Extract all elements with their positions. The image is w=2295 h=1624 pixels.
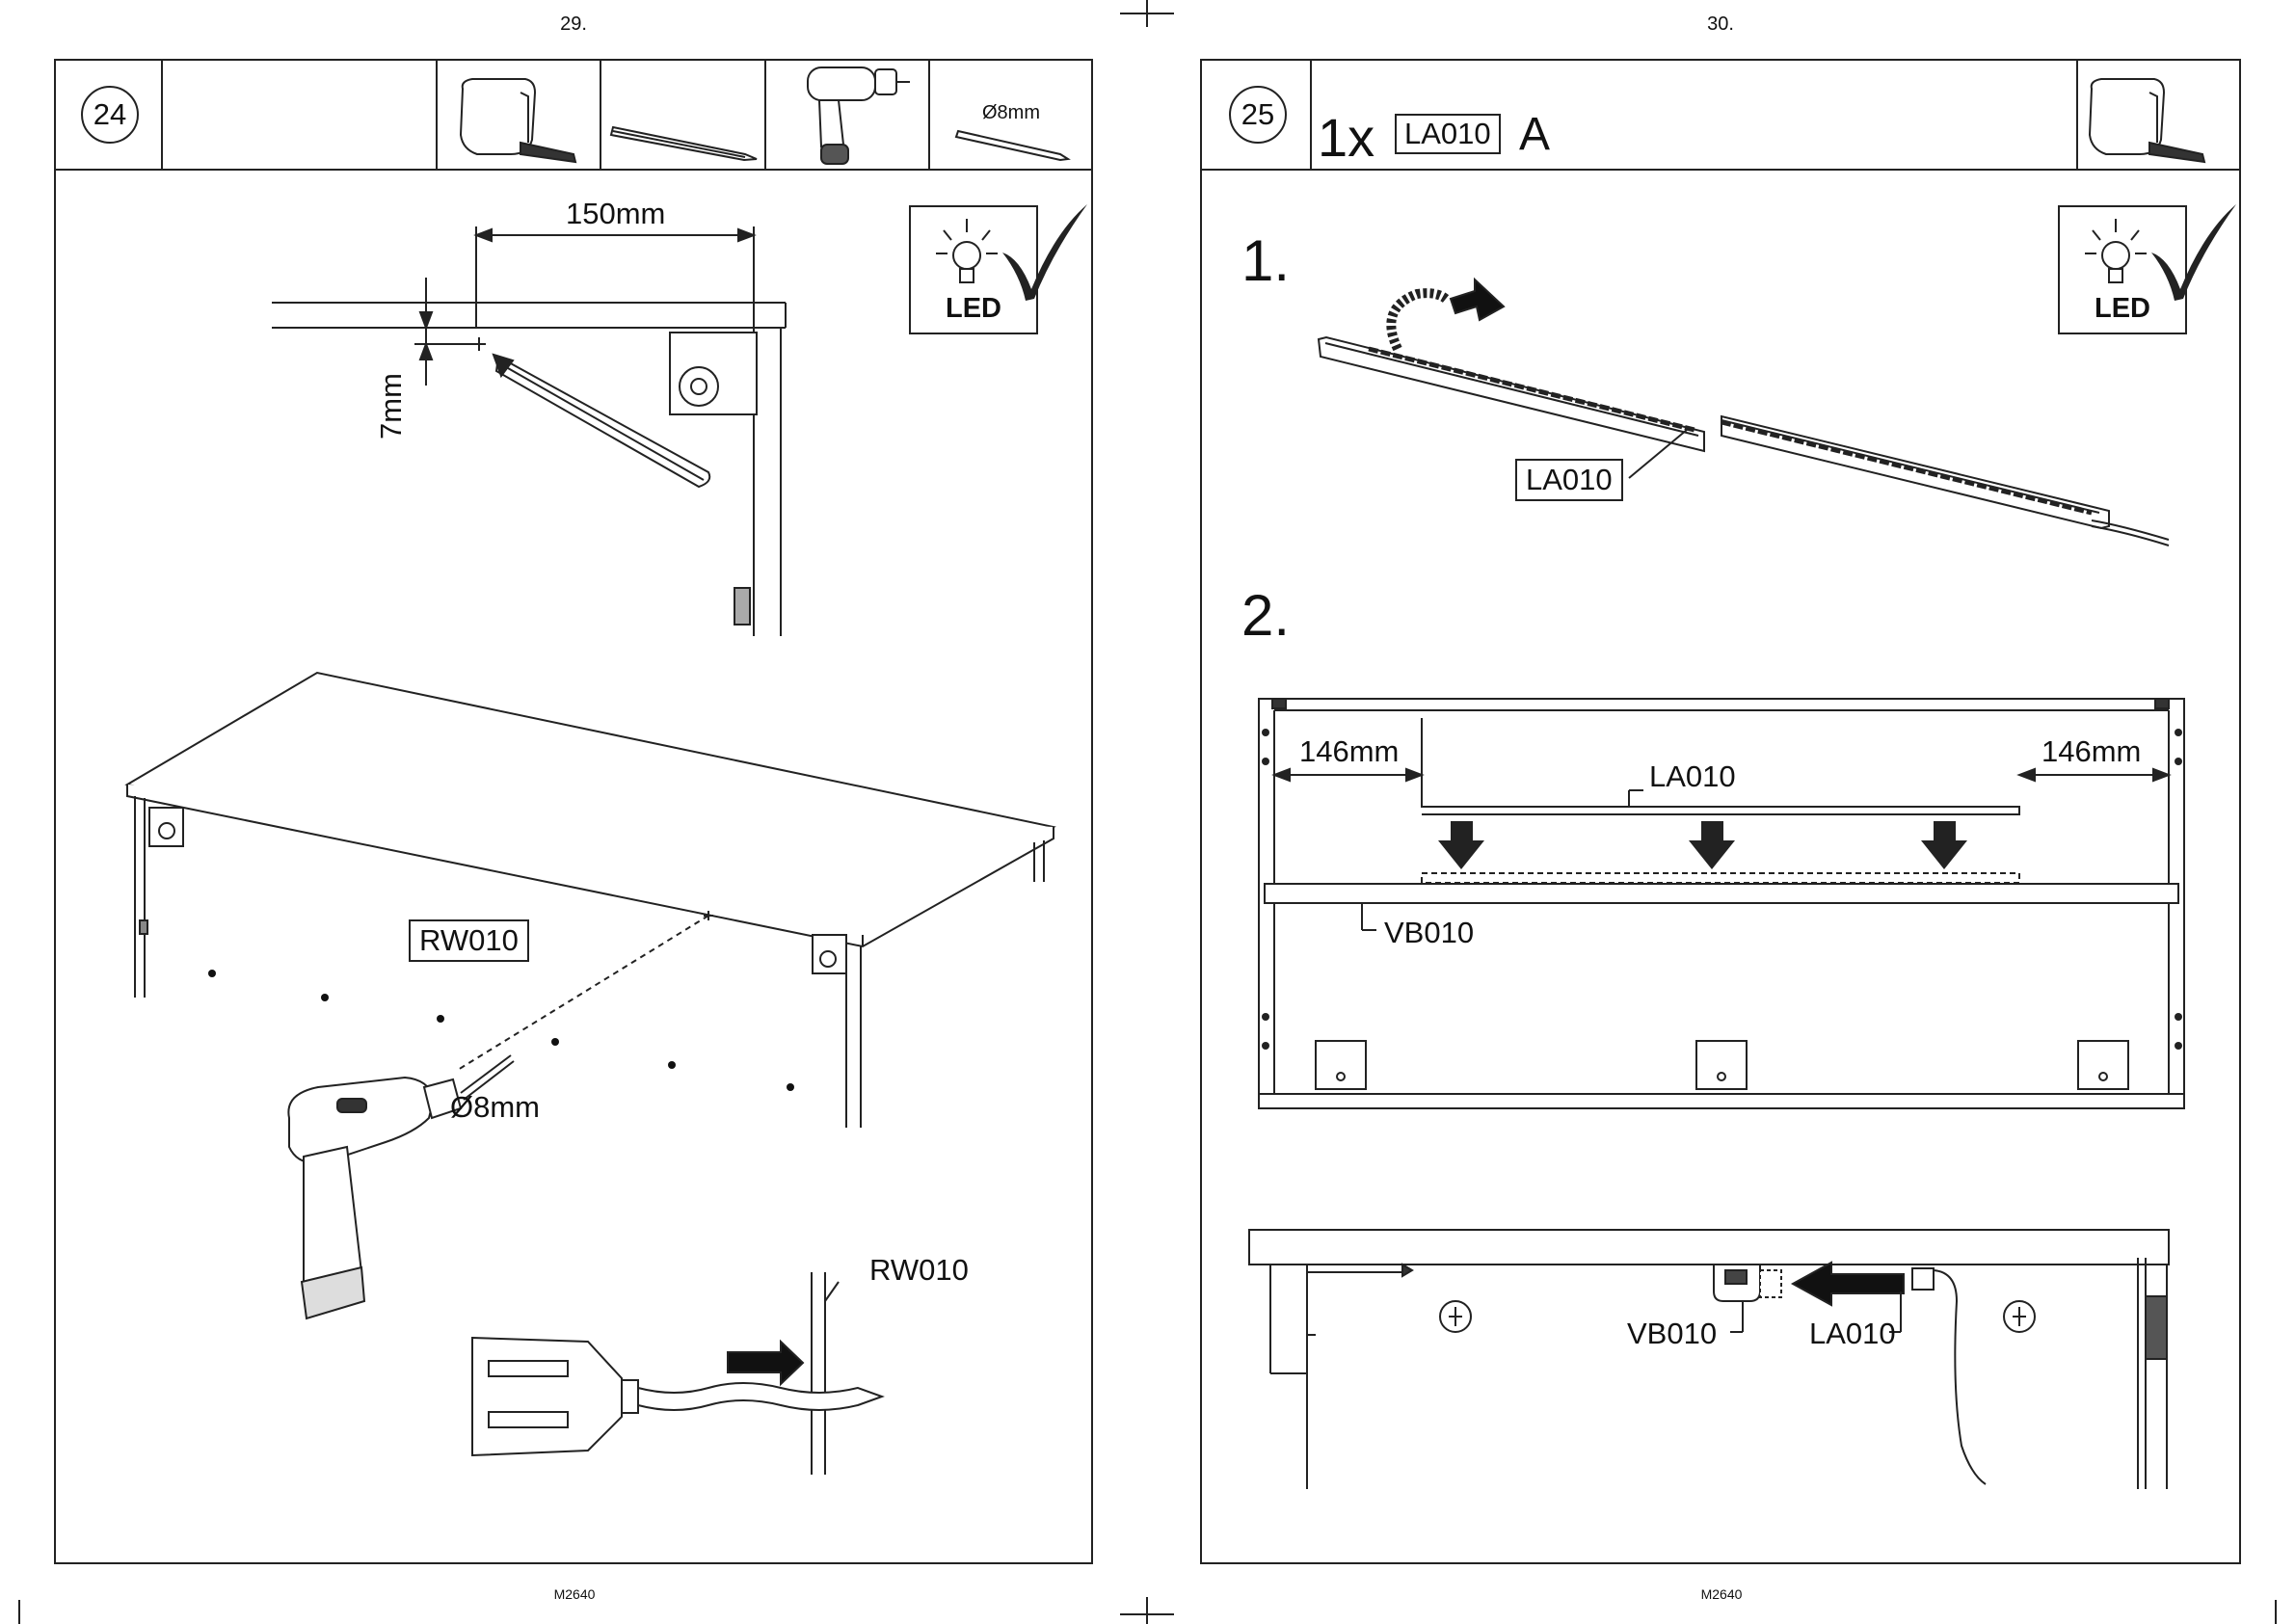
part-label-vb010-connector: VB010: [1627, 1317, 1717, 1351]
footer-code: M2640: [1664, 1586, 1779, 1602]
part-label-la010-connector: LA010: [1809, 1317, 1896, 1351]
